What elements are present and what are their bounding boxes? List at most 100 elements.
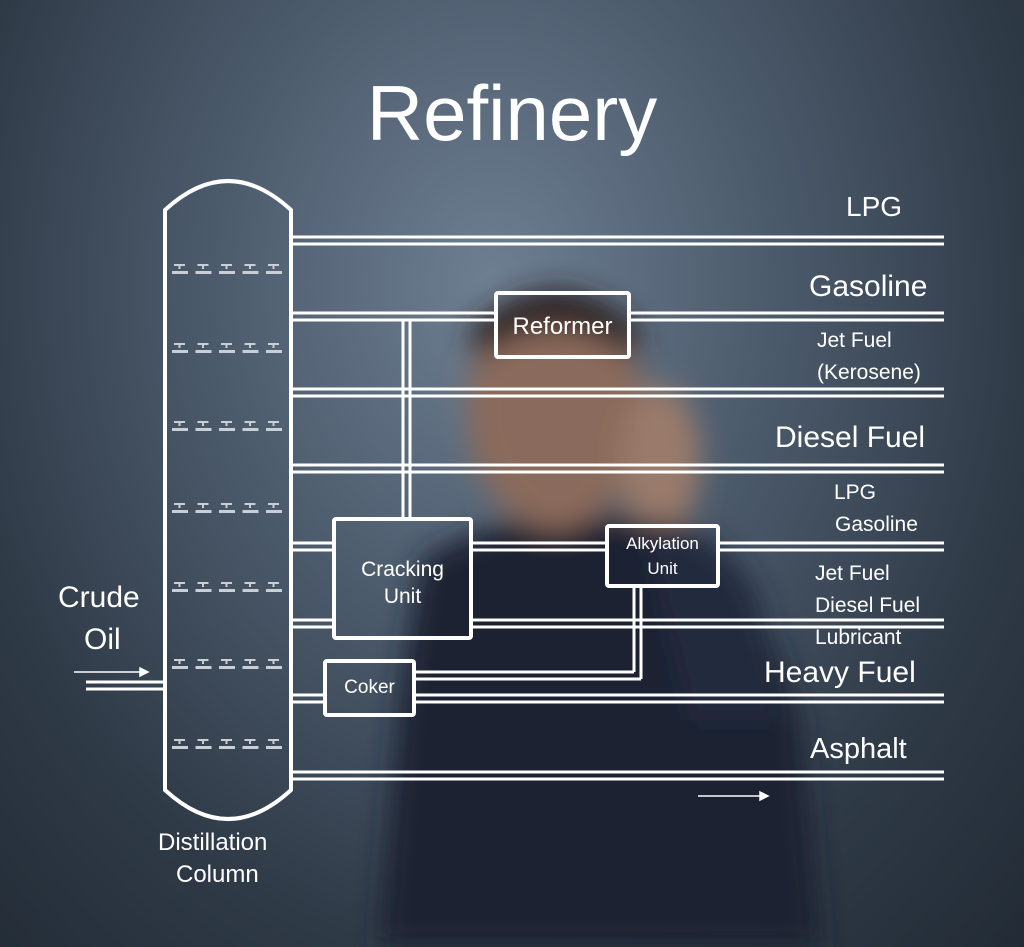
tray-stem (225, 344, 228, 348)
tray-plate (195, 589, 212, 592)
tray-stem (249, 504, 251, 508)
tray-stem (272, 583, 275, 587)
tray-stem (178, 422, 181, 426)
tray-stem (249, 344, 251, 348)
tray-stem (225, 422, 228, 426)
tray-plate (195, 271, 212, 274)
tray-plate (172, 746, 188, 749)
tray-stem (272, 504, 275, 508)
tray-stem (178, 344, 181, 348)
tray-plate (266, 746, 282, 749)
product-asphalt: Asphalt (810, 733, 907, 765)
tray-plate (219, 589, 235, 592)
tray-stem (272, 344, 275, 348)
tray-stem (249, 422, 251, 426)
tray-stem (178, 583, 181, 587)
product-jet-fuel-secondary: Jet Fuel (815, 562, 890, 585)
tray-plate (242, 589, 259, 592)
product-gasoline-secondary: Gasoline (835, 513, 918, 536)
tray-plate (172, 350, 188, 353)
product-diesel-fuel-secondary: Diesel Fuel (815, 594, 921, 617)
tray-plate (172, 510, 188, 513)
tray-plate (242, 666, 259, 669)
tray-plate (242, 428, 259, 431)
tray-stem (202, 504, 204, 508)
tray-stem (225, 740, 228, 744)
tray-stem (272, 660, 275, 664)
tray-stem (202, 740, 204, 744)
tray-stem (225, 583, 228, 587)
tray-plate (195, 428, 212, 431)
tray-plate (242, 350, 259, 353)
tray-stem (249, 265, 251, 269)
coker-box (323, 659, 416, 717)
cracking-unit-label-line1: Cracking (361, 558, 444, 581)
crude-oil-label-line2: Oil (84, 623, 121, 656)
cracking-unit-label-line2: Unit (383, 585, 422, 608)
tray-plate (266, 510, 282, 513)
column-trays (172, 264, 282, 749)
tray-stem (178, 265, 181, 269)
tray-stem (178, 740, 181, 744)
tray-plate (172, 589, 188, 592)
tray-plate (172, 271, 188, 274)
tray-plate (195, 746, 212, 749)
tray-stem (225, 265, 228, 269)
tray-plate (266, 589, 282, 592)
product-jet-fuel: Jet Fuel (817, 329, 892, 352)
tray-plate (242, 271, 259, 274)
tray-stem (202, 660, 204, 664)
tray-plate (195, 666, 212, 669)
tray-plate (219, 666, 235, 669)
tray-stem (249, 660, 251, 664)
alkylation-unit-label-line1: Alkylation (626, 534, 699, 553)
cracking-unit-box (332, 517, 473, 640)
tray-plate (266, 350, 282, 353)
tray-plate (195, 350, 212, 353)
product-diesel-fuel: Diesel Fuel (775, 421, 926, 454)
tray-plate (219, 428, 235, 431)
tray-plate (266, 428, 282, 431)
tray-stem (202, 344, 204, 348)
diagram-title: Refinery (366, 69, 658, 157)
column-label-line1: Distillation (158, 829, 268, 856)
tray-stem (272, 422, 275, 426)
tray-plate (219, 350, 235, 353)
tray-stem (249, 740, 251, 744)
tray-stem (225, 504, 228, 508)
tray-stem (202, 422, 204, 426)
alkylation-unit-box (605, 524, 720, 588)
tray-plate (266, 666, 282, 669)
tray-stem (225, 660, 228, 664)
product-kerosene: (Kerosene) (817, 361, 921, 384)
tray-stem (178, 660, 181, 664)
coker-label: Coker (344, 677, 395, 698)
tray-stem (249, 583, 251, 587)
tray-stem (178, 504, 181, 508)
reformer-label: Reformer (512, 313, 613, 340)
alkylation-unit-label-line2: Unit (647, 559, 678, 578)
distillation-column (163, 179, 293, 821)
tray-plate (219, 510, 235, 513)
product-lpg: LPG (846, 191, 903, 222)
product-lines (86, 235, 944, 781)
column-label-line2: Column (176, 861, 259, 888)
tray-plate (266, 271, 282, 274)
tray-stem (202, 583, 204, 587)
tray-plate (242, 746, 259, 749)
tray-plate (195, 510, 212, 513)
tray-stem (272, 265, 275, 269)
tray-plate (172, 666, 188, 669)
product-lubricant: Lubricant (815, 626, 902, 649)
tray-stem (202, 265, 204, 269)
product-gasoline: Gasoline (809, 270, 928, 303)
tray-plate (242, 510, 259, 513)
crude-oil-label-line1: Crude (58, 581, 140, 614)
product-heavy-fuel: Heavy Fuel (764, 656, 916, 689)
tray-stem (272, 740, 275, 744)
reformer-box (494, 291, 631, 359)
product-lpg-secondary: LPG (834, 481, 877, 504)
tray-plate (172, 428, 188, 431)
tray-plate (219, 746, 235, 749)
